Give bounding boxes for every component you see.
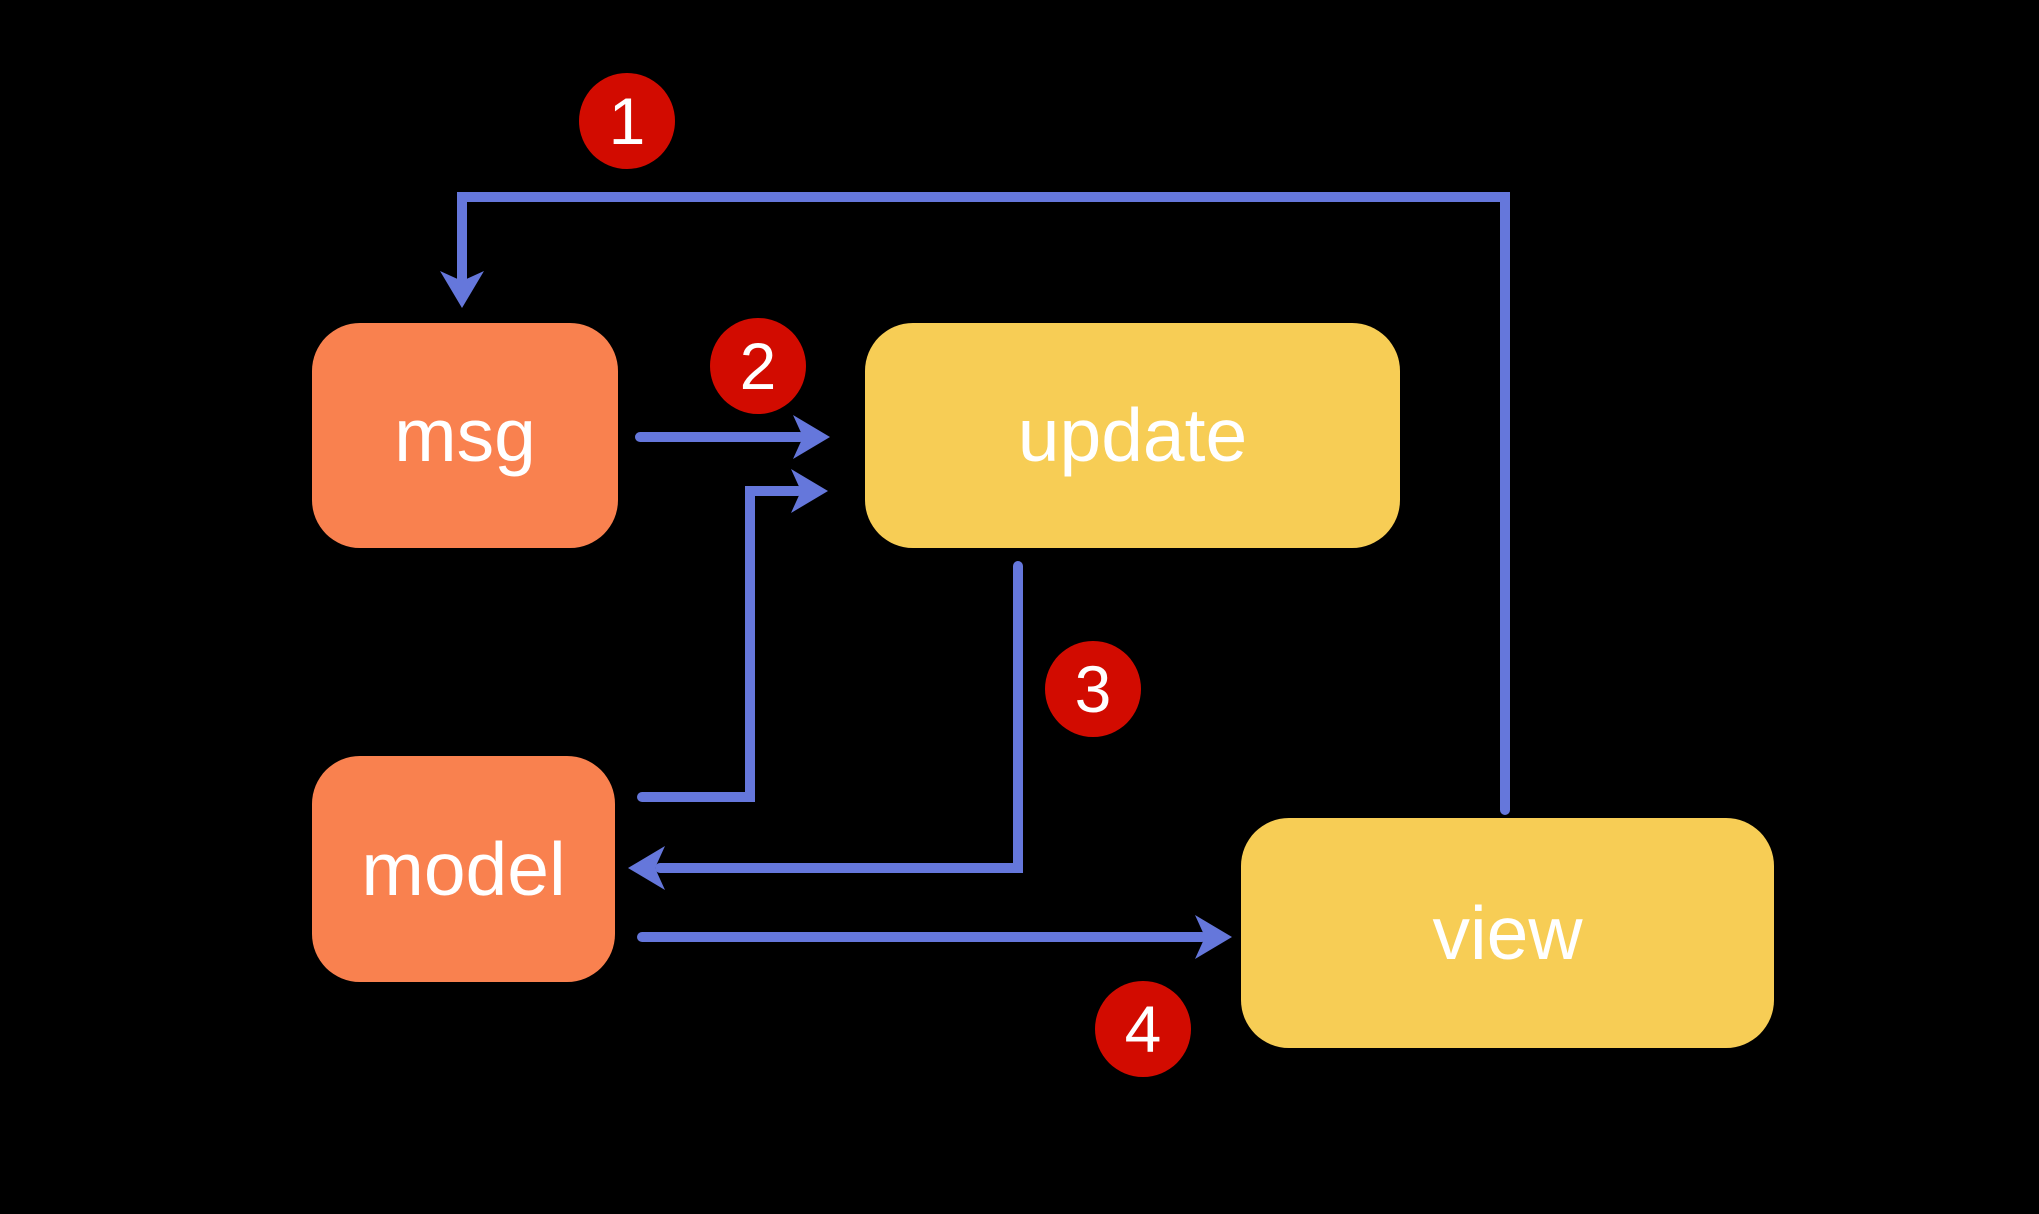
step-badge-2: 2: [710, 318, 806, 414]
node-msg: msg: [312, 323, 618, 548]
arrow-model-to-update-line: [637, 486, 803, 802]
node-view: view: [1241, 818, 1774, 1048]
arrow-view-to-msg: [440, 192, 1510, 815]
arrow-model-to-update-head: [791, 469, 828, 513]
arrow-model-to-view-head: [1195, 915, 1232, 959]
node-update-label: update: [1017, 393, 1248, 477]
step-badge-1: 1: [579, 73, 675, 169]
arrow-msg-to-update-head: [793, 415, 830, 459]
arrow-update-to-model: [628, 561, 1023, 890]
arrow-model-to-view: [637, 915, 1232, 959]
arrow-view-to-msg-head: [440, 271, 484, 308]
arrow-msg-to-update: [635, 415, 830, 459]
node-view-label: view: [1432, 890, 1583, 975]
step-badge-3: 3: [1045, 641, 1141, 737]
node-update: update: [865, 323, 1400, 548]
node-model-label: model: [361, 826, 566, 911]
node-msg-label: msg: [394, 393, 536, 477]
step-badge-2-number: 2: [739, 329, 777, 403]
arrow-update-to-model-head: [628, 846, 665, 890]
arrow-update-to-model-line: [655, 561, 1023, 873]
step-badge-3-number: 3: [1074, 652, 1112, 726]
node-model: model: [312, 756, 615, 982]
step-badge-4: 4: [1095, 981, 1191, 1077]
step-badge-4-number: 4: [1124, 992, 1162, 1066]
step-badge-1-number: 1: [608, 84, 646, 158]
arrow-view-to-msg-line: [457, 192, 1510, 815]
arrow-model-to-update: [637, 469, 828, 802]
